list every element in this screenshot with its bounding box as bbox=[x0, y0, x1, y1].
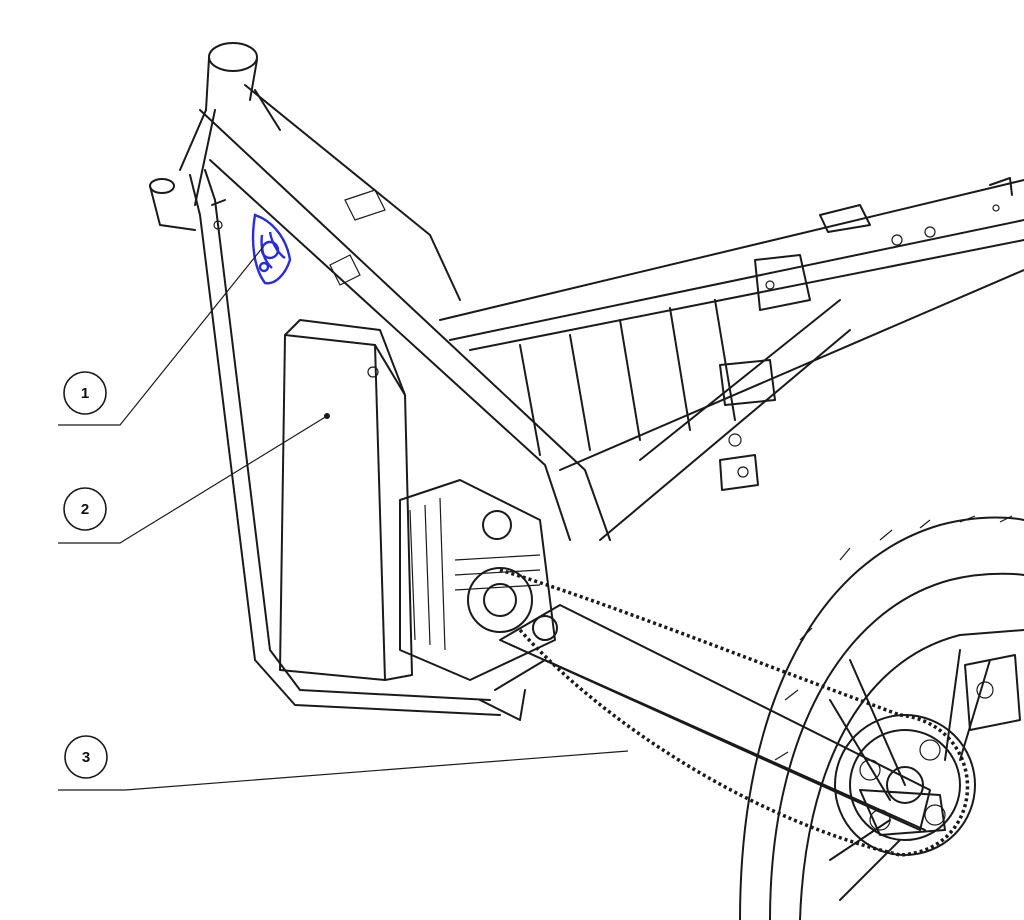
subframe bbox=[439, 177, 1024, 541]
leader-lines bbox=[58, 246, 629, 791]
motor bbox=[399, 479, 556, 681]
brake-caliper bbox=[964, 654, 1021, 731]
rear-wheel bbox=[739, 515, 1024, 920]
battery-box bbox=[279, 319, 413, 681]
leader-line-3 bbox=[58, 750, 629, 791]
swingarm bbox=[479, 604, 946, 836]
callout-1-number: 1 bbox=[81, 385, 89, 402]
drive-chain bbox=[499, 568, 970, 857]
leader-line-1 bbox=[58, 246, 264, 426]
front-cradle bbox=[189, 169, 501, 716]
main-frame-spar bbox=[199, 84, 611, 541]
highlighted-component bbox=[251, 213, 292, 285]
leader-line-2 bbox=[58, 415, 328, 544]
callout-1: 1 bbox=[63, 371, 107, 415]
callout-3: 3 bbox=[64, 735, 108, 779]
callout-3-number: 3 bbox=[82, 749, 90, 766]
steering-head bbox=[149, 42, 258, 231]
callout-2-number: 2 bbox=[81, 501, 89, 518]
callout-2: 2 bbox=[63, 487, 107, 531]
